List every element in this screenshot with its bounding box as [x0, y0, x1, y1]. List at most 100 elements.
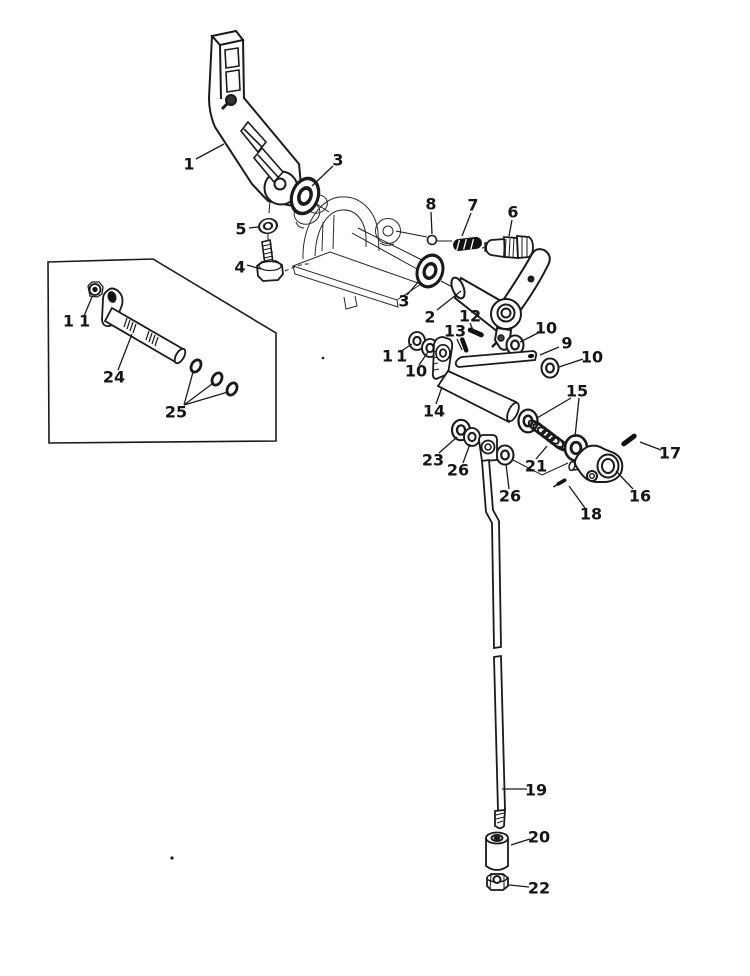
- coupler-body: [485, 838, 509, 871]
- part-label-15: 15: [566, 382, 588, 401]
- part-label-26-a: 26: [447, 461, 469, 480]
- part-6-plug: [484, 235, 534, 259]
- part-label-18: 18: [580, 505, 602, 524]
- part-label-13: 13: [444, 322, 466, 341]
- nut-22-facets: [489, 874, 505, 890]
- shaft-2-end-face: [450, 276, 466, 300]
- part-26-washer-b: [495, 444, 515, 466]
- part-8-ball: [426, 234, 438, 246]
- rod-19-upper-segment: [481, 458, 502, 650]
- rod-19-lower-segment: [493, 654, 506, 813]
- lever-cutout-1: [224, 47, 240, 69]
- leader-lines: [83, 143, 662, 888]
- part-label-2: 2: [424, 308, 435, 327]
- part-10-washer-b: [540, 357, 560, 379]
- part-label-11-inset: 11: [63, 312, 95, 331]
- part-labels: 1 3 5 4 8 7 6 3 2 12 13 10 9 10 11 24 25…: [63, 151, 681, 898]
- plug-hex-facets: [521, 237, 528, 258]
- part-label-4: 4: [234, 258, 245, 277]
- lever-2-tip-hole: [527, 275, 535, 283]
- part-label-10-b: 10: [581, 348, 603, 367]
- part-label-20: 20: [528, 828, 550, 847]
- part-17-pin: [621, 433, 637, 447]
- part-26-washer-a: [462, 426, 482, 448]
- link-rod-body: [454, 350, 538, 368]
- clevis-bolt: [497, 334, 505, 342]
- shaft-24-cylinder: [103, 306, 185, 365]
- part-18-pin: [552, 478, 567, 488]
- inset-box-border: [47, 258, 277, 444]
- part-label-16: 16: [629, 487, 651, 506]
- part-label-7: 7: [467, 196, 478, 215]
- shaft-14-end-face: [506, 401, 520, 423]
- part-1-lever: [207, 29, 303, 208]
- spring-body: [453, 236, 482, 251]
- part-label-6: 6: [507, 203, 518, 222]
- part-label-23: 23: [422, 451, 444, 470]
- part-label-17: 17: [659, 444, 681, 463]
- part-24-shaft: [101, 287, 187, 365]
- coupler-bore-hole: [493, 835, 501, 841]
- part-19-rod: [478, 434, 506, 830]
- plug-nose: [485, 238, 506, 259]
- pin-18-body: [556, 478, 567, 486]
- part-5-washer: [256, 215, 280, 237]
- part-label-3-top: 3: [332, 151, 343, 170]
- part-25-oring-1: [187, 356, 205, 376]
- part-11-nut-inset: [87, 281, 104, 298]
- part-4-bolt: [256, 239, 284, 282]
- lever-top-face: [210, 29, 245, 100]
- part-label-12: 12: [459, 307, 481, 326]
- lever-boss-hole: [273, 177, 287, 191]
- part-label-26-b: 26: [499, 487, 521, 506]
- engine-detail-arcs: [295, 221, 395, 246]
- nut-22-hole: [492, 875, 502, 884]
- spring-coil-gaps: [456, 238, 475, 251]
- lever-cutout-2: [225, 69, 241, 93]
- rod-19-thread-hatch: [495, 812, 505, 824]
- part-label-10-a: 10: [535, 319, 557, 338]
- lever-pivot-bolt-stub: [220, 102, 229, 111]
- part-label-10-c: 10: [405, 362, 427, 381]
- part-label-21: 21: [525, 457, 547, 476]
- part-13-pin: [460, 337, 469, 353]
- part-9-link-rod: [454, 350, 538, 368]
- nut-11-hole: [92, 286, 98, 293]
- part-label-8: 8: [425, 195, 436, 214]
- cam-small-ring-inner: [589, 473, 596, 480]
- pin-18-tip: [552, 483, 558, 488]
- plug-thread-hatch: [504, 237, 515, 258]
- part-label-19: 19: [525, 781, 547, 800]
- lever-2-hub-hole: [500, 307, 512, 319]
- part-label-11: 11: [382, 347, 410, 366]
- part-20-coupler: [485, 831, 509, 871]
- bracket-14-tab-washer: [435, 343, 451, 363]
- lever-pivot-bolt: [220, 94, 237, 111]
- part-label-5: 5: [235, 220, 246, 239]
- bolt-threads: [262, 243, 274, 262]
- shaft-14-cylinder: [436, 369, 518, 424]
- part-label-1: 1: [183, 155, 194, 174]
- part-22-nut: [486, 873, 509, 891]
- rod-19-tab-hole-inner: [484, 443, 492, 451]
- part-label-25: 25: [165, 403, 187, 422]
- printed-dot-1: [321, 356, 325, 360]
- assembly-dashed-line: [284, 263, 313, 272]
- part-7-spring: [453, 236, 482, 251]
- engine-boss-right-inner: [382, 225, 394, 237]
- shaft-24-end-face: [173, 347, 187, 365]
- shaft-24-tab-hole: [107, 291, 117, 303]
- printed-dot-2: [170, 856, 174, 860]
- part-label-9: 9: [561, 334, 572, 353]
- shaft-24-knurl-band-1: [123, 317, 137, 334]
- part-16-cam: [568, 444, 624, 483]
- clevis-bolt-stub: [491, 341, 498, 348]
- link-rod-pin-end: [527, 353, 535, 359]
- bolt-head-face: [258, 260, 282, 272]
- inset-box-group: [47, 258, 277, 444]
- part-12-pin: [467, 327, 484, 338]
- cam-big-ring-inner: [601, 458, 615, 474]
- part-label-22: 22: [528, 879, 550, 898]
